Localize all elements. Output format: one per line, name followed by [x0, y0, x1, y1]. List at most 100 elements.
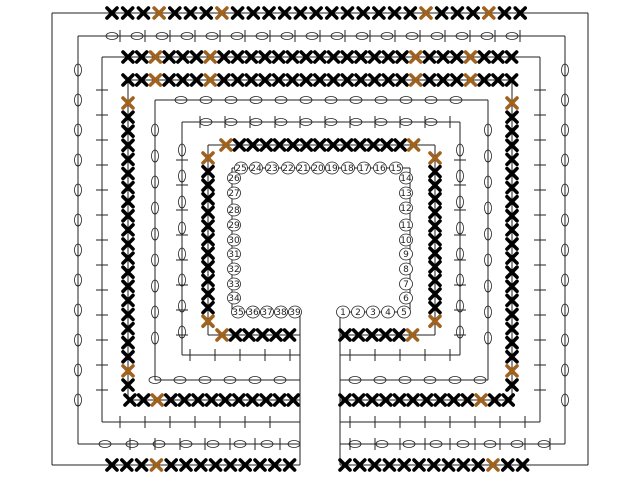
- cross-stitch: [456, 458, 471, 472]
- cross-stitch: [436, 73, 450, 87]
- marked-cross-stitch: [419, 6, 433, 20]
- chain-oval: [178, 273, 186, 287]
- cross-stitch: [244, 73, 259, 87]
- cross-stitch: [217, 73, 231, 87]
- chain-oval: [349, 96, 363, 104]
- chain-oval: [178, 169, 186, 183]
- stitch-number-8: 8: [399, 262, 413, 276]
- chain-oval: [74, 393, 82, 407]
- cross-stitch: [309, 6, 323, 20]
- chain-oval: [151, 175, 159, 189]
- chain-oval: [402, 440, 416, 448]
- marked-cross-stitch: [481, 6, 496, 20]
- chain-oval: [456, 325, 464, 339]
- stitch-number-label: 1: [340, 308, 346, 318]
- chain-oval: [561, 393, 569, 407]
- cross-stitch: [218, 393, 232, 407]
- cross-stitch: [505, 110, 519, 124]
- stitch-number-label: 24: [250, 164, 262, 174]
- chain-oval: [561, 213, 569, 227]
- cross-stitch: [179, 458, 193, 472]
- marked-cross-stitch: [428, 314, 442, 329]
- cross-stitch: [353, 138, 367, 152]
- stitch-number-label: 26: [228, 174, 240, 184]
- cross-stitch: [246, 6, 261, 20]
- stitch-number-12: 12: [399, 201, 413, 215]
- cross-stitch: [406, 393, 420, 407]
- cross-stitch: [121, 293, 135, 308]
- cross-stitch: [450, 6, 465, 20]
- cross-stitch: [392, 393, 407, 407]
- cross-stitch: [230, 50, 245, 64]
- marked-cross-stitch: [215, 328, 229, 342]
- cross-stitch: [258, 73, 272, 87]
- cross-stitch: [201, 259, 215, 274]
- cross-stitch: [136, 6, 151, 20]
- chain-oval: [178, 195, 186, 209]
- cross-stitch: [367, 73, 382, 87]
- stitch-number-37: 37: [260, 305, 274, 319]
- chain-oval: [448, 376, 462, 384]
- cross-stitch: [351, 328, 366, 342]
- stitch-number-30: 30: [227, 233, 241, 247]
- stitch-number-label: 25: [235, 164, 246, 174]
- chain-oval: [305, 32, 319, 40]
- cross-stitch: [428, 300, 442, 315]
- chain-oval: [561, 363, 569, 377]
- marked-cross-stitch: [474, 393, 488, 407]
- chain-oval: [480, 32, 494, 40]
- chain-oval: [151, 279, 159, 293]
- chain-oval: [205, 32, 219, 40]
- cross-stitch: [299, 50, 313, 64]
- cross-stitch: [121, 209, 135, 223]
- marked-cross-stitch: [408, 50, 423, 64]
- cross-stitch: [286, 393, 301, 407]
- cross-stitch: [121, 251, 135, 265]
- cross-stitch: [366, 138, 381, 152]
- chain-oval: [484, 149, 492, 163]
- cross-stitch: [497, 6, 512, 20]
- chain-oval: [249, 96, 263, 104]
- cross-stitch: [272, 393, 287, 407]
- chain-oval: [455, 32, 469, 40]
- cross-stitch: [134, 73, 149, 87]
- stitch-number-label: 19: [326, 164, 338, 174]
- cross-stitch: [449, 73, 464, 87]
- stitch-number-label: 17: [358, 164, 369, 174]
- cross-stitch: [326, 138, 341, 152]
- stitch-number-label: 20: [312, 164, 324, 174]
- cross-stitch: [201, 232, 215, 247]
- chain-oval: [274, 96, 288, 104]
- chain-oval: [151, 253, 159, 267]
- chain-oval: [484, 227, 492, 241]
- cross-stitch: [201, 300, 215, 315]
- chain-oval: [484, 253, 492, 267]
- chain-oval: [74, 273, 82, 287]
- chain-oval: [180, 32, 194, 40]
- cross-stitch: [262, 6, 276, 20]
- cross-stitch: [121, 378, 135, 392]
- cross-stitch: [232, 138, 247, 152]
- chain-oval: [178, 299, 186, 313]
- chain-oval: [199, 96, 213, 104]
- cross-stitch: [477, 50, 492, 64]
- stitch-number-label: 13: [400, 189, 411, 199]
- cross-stitch: [505, 321, 519, 336]
- cross-stitch: [272, 138, 287, 152]
- stitch-number-39: 39: [288, 305, 302, 319]
- cross-stitch: [428, 287, 442, 301]
- cross-stitch: [505, 166, 519, 181]
- marked-cross-stitch: [203, 73, 217, 87]
- chain-oval: [484, 201, 492, 215]
- marked-cross-stitch: [201, 151, 215, 165]
- chain-oval: [484, 279, 492, 293]
- cross-stitch: [246, 138, 260, 152]
- cross-stitch: [121, 166, 135, 181]
- cross-stitch: [340, 73, 355, 87]
- cross-stitch: [441, 458, 456, 472]
- marked-cross-stitch: [121, 96, 135, 110]
- stitch-number-33: 33: [227, 277, 241, 291]
- chain-oval: [561, 93, 569, 107]
- stitch-number-label: 8: [403, 265, 409, 275]
